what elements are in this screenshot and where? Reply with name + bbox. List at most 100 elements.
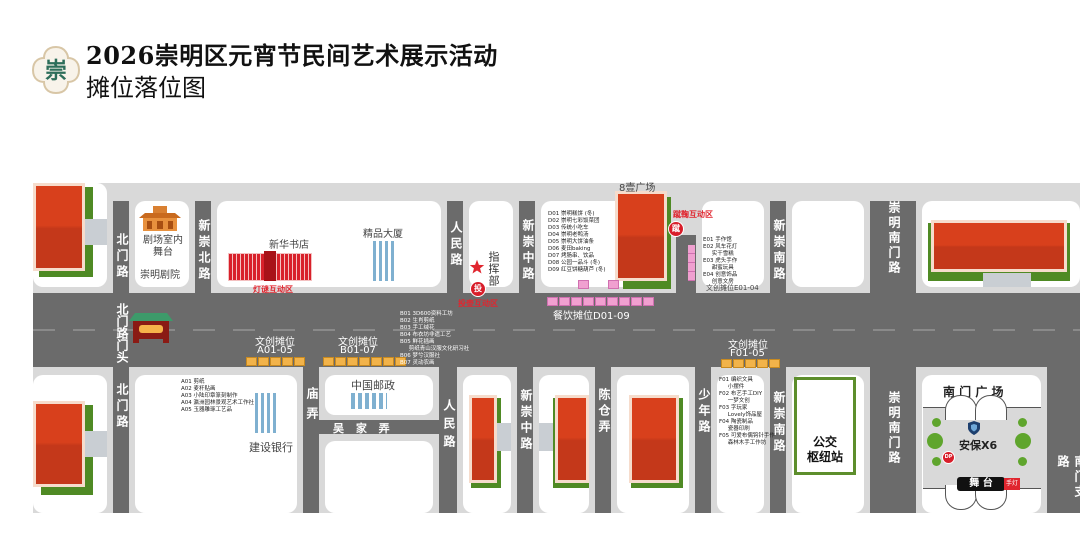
china-post-label: 中国邮政 — [351, 379, 395, 392]
xinhua-bookstore-door — [264, 251, 276, 281]
road-label-xinchong-bei: 新崇北路 — [197, 219, 211, 283]
booth-a[interactable] — [270, 357, 281, 366]
cuju-badge: 蹴 — [668, 221, 684, 237]
a-booths — [246, 357, 305, 366]
booth-d[interactable] — [643, 297, 654, 306]
booth-b[interactable] — [371, 357, 382, 366]
building-nw — [33, 183, 85, 271]
block-command — [469, 201, 513, 287]
road-label-chongming-nanmen-s: 崇明南门路 — [887, 391, 901, 466]
road-nanmen-zhi — [1047, 365, 1080, 513]
booth-list-item: E01 手作馆 — [703, 237, 732, 243]
booth-b[interactable] — [347, 357, 358, 366]
booth-d[interactable] — [607, 297, 618, 306]
booth-d[interactable] — [619, 297, 630, 306]
booth-list-item: B06 梦兮汉服社 — [400, 353, 441, 359]
booth-d-top[interactable] — [578, 280, 589, 289]
chongming-theater-label: 崇明剧院 — [140, 270, 180, 281]
booth-list-item: 实干雪糕 — [703, 251, 734, 257]
booth-d[interactable] — [547, 297, 558, 306]
booth-d-top[interactable] — [608, 280, 619, 289]
road-label-shaonian: 少年路 — [697, 388, 711, 436]
booth-d[interactable] — [595, 297, 606, 306]
booth-d[interactable] — [559, 297, 570, 306]
booth-list-item: Lovely饰品屋 — [719, 412, 762, 418]
tree-icon — [932, 457, 941, 466]
booth-list-item: A03 小陆印章篆刻制作 — [181, 393, 238, 399]
plaza-arch — [975, 395, 1007, 420]
booth-list-item: D04 崇明老鸭汤 — [548, 232, 589, 238]
booth-list-item: F03 字玩家 — [719, 405, 748, 411]
booth-list-item: D08 公园一品斗 (冬) — [548, 260, 601, 266]
booth-b[interactable] — [395, 357, 406, 366]
booth-f[interactable] — [733, 359, 744, 368]
block-ne1 — [792, 201, 864, 287]
road-xinchong-zhong-n — [519, 201, 535, 296]
stage-label: 舞 台 — [957, 477, 1005, 491]
booth-b[interactable] — [323, 357, 334, 366]
booth-list-item: B07 灵动农画 — [400, 360, 435, 366]
booth-f[interactable] — [721, 359, 732, 368]
lantern-zone-label: 灯谜互动区 — [253, 285, 293, 294]
booth-list-item: D05 崇明大饼油条 — [548, 239, 594, 245]
booth-f[interactable] — [769, 359, 780, 368]
booth-list-item: D06 麦田baking — [548, 246, 591, 252]
road-label-miao: 庙弄 — [305, 387, 319, 427]
b-booth-range: B01-07 — [340, 345, 376, 356]
booth-a[interactable] — [294, 357, 305, 366]
booth-list-item: A01 剪纸 — [181, 379, 205, 385]
booth-d[interactable] — [583, 297, 594, 306]
booth-list-item: 剪纸青山汉服文化研习社 — [400, 346, 470, 352]
booth-a[interactable] — [258, 357, 269, 366]
toupiao-badge: 投 — [470, 281, 486, 297]
booth-a[interactable] — [282, 357, 293, 366]
cuju-zone-label: 蹴鞠互动区 — [673, 210, 713, 219]
food-booth-range-label: 餐饮摊位D01-09 — [553, 311, 630, 322]
plaza-8-label: 8壹广场 — [619, 183, 656, 194]
road-renmin-n — [447, 201, 463, 296]
building-sw — [33, 401, 85, 487]
tree-icon — [927, 433, 943, 449]
road-chongming-nanmen-s — [870, 365, 916, 513]
building-nw-door — [85, 219, 107, 245]
building-s4 — [555, 395, 589, 483]
booth-b[interactable] — [335, 357, 346, 366]
bus-hub — [794, 377, 856, 475]
road-xinchong-nan-n — [770, 201, 786, 296]
tree-icon — [1018, 418, 1027, 427]
road-wujia — [319, 420, 439, 434]
booth-a[interactable] — [246, 357, 257, 366]
booth-b[interactable] — [359, 357, 370, 366]
a-booth-title: 文创摊位 — [255, 337, 295, 348]
xinhua-bookstore-label: 新华书店 — [269, 240, 309, 251]
booth-f[interactable] — [745, 359, 756, 368]
booth-list-item: 瓷器印刷 — [719, 426, 750, 432]
bus-hub-label: 公交 枢纽站 — [794, 435, 856, 465]
road-label-xinchong-zhong-n: 新崇中路 — [521, 219, 535, 283]
lantern-badge: 手灯 — [1004, 478, 1020, 490]
building-ne — [931, 220, 1067, 272]
booth-d[interactable] — [631, 297, 642, 306]
theater-stage-label: 剧场室内 舞台 — [135, 235, 191, 259]
booth-b[interactable] — [383, 357, 394, 366]
road-beimen-s — [113, 365, 129, 513]
road-label-xinchong-nan-n: 新崇南路 — [772, 219, 786, 283]
road-chongming-nanmen-n — [870, 201, 916, 296]
booth-list-item: B03 手工绒花 — [400, 325, 435, 331]
booth-f[interactable] — [757, 359, 768, 368]
road-label-renmin-s: 人民路 — [442, 399, 456, 453]
booth-d[interactable] — [571, 297, 582, 306]
booth-list-item: A05 玉器雕琢工艺品 — [181, 407, 233, 413]
command-post-label: 指挥部 — [487, 251, 500, 287]
bus-hub-label-line1: 公交 — [812, 435, 837, 449]
booth-list-item: D07 烤肠串、饮品 — [548, 253, 594, 259]
booth-list-item: B02 生肖剪纸 — [400, 318, 435, 324]
road-miao — [303, 365, 319, 513]
road-label-nanmen-zhi: 南门支路 — [1056, 455, 1080, 500]
booth-list-item: A04 瀛洲园林景观艺术工作社 — [181, 400, 255, 406]
